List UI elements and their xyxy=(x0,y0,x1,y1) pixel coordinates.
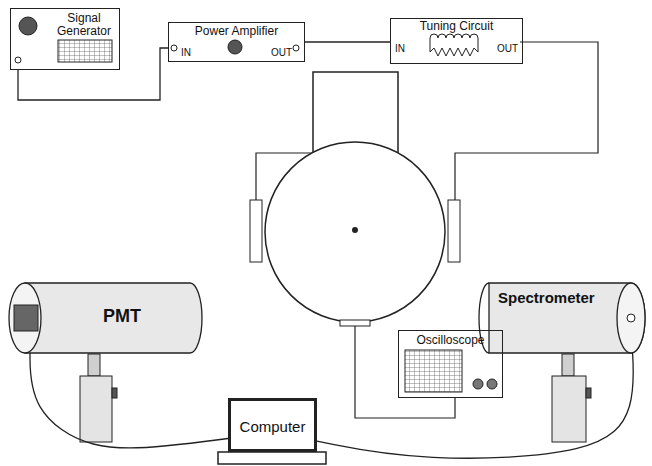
stand-pole xyxy=(562,354,574,376)
computer-monitor: Computer xyxy=(228,398,317,452)
port-label: IN xyxy=(395,43,405,54)
knob xyxy=(228,40,242,54)
cylinder-body xyxy=(489,283,645,353)
node-label: Signal Generator xyxy=(53,12,115,38)
center-dot xyxy=(352,227,358,233)
pmt-window xyxy=(14,305,38,331)
window xyxy=(340,320,370,326)
output-terminal xyxy=(293,45,299,51)
coil-symbol xyxy=(430,34,478,38)
node-label: PMT xyxy=(103,307,141,327)
port-label: OUT xyxy=(271,47,292,58)
oscilloscope-box: Oscilloscope xyxy=(398,330,503,398)
port-label: IN xyxy=(181,47,191,58)
resistor-symbol xyxy=(430,38,478,56)
stand-knob xyxy=(586,388,591,398)
port-label: OUT xyxy=(497,43,518,54)
signal-generator-box: Signal Generator xyxy=(10,8,120,70)
entrance-aperture xyxy=(627,314,635,322)
stand-base xyxy=(80,376,112,442)
stand-base xyxy=(552,376,586,442)
chamber xyxy=(265,142,445,322)
knob xyxy=(487,379,497,389)
chamber-neck xyxy=(313,72,398,153)
node-label: Power Amplifier xyxy=(169,25,304,38)
knob xyxy=(473,379,483,389)
display-grid xyxy=(58,40,112,62)
knob xyxy=(19,17,37,35)
stand-pole xyxy=(88,354,100,376)
input-terminal xyxy=(171,45,177,51)
cable xyxy=(30,348,228,448)
pmt-cylinder: PMT xyxy=(8,282,203,354)
node-label: Computer xyxy=(231,419,314,436)
node-label: Oscilloscope xyxy=(399,334,502,347)
cylinder-body xyxy=(25,283,202,353)
spectrometer-face xyxy=(617,283,645,353)
spectrometer-cylinder: Spectrometer xyxy=(478,282,646,354)
node-label: Tuning Circuit xyxy=(391,20,522,33)
cable xyxy=(305,41,390,42)
cable xyxy=(18,48,168,100)
keyboard-base xyxy=(218,452,326,464)
electrode xyxy=(448,200,460,262)
cable xyxy=(317,344,633,458)
power-amplifier-box: Power AmplifierIN OUT xyxy=(168,22,305,62)
screen-grid xyxy=(405,350,462,392)
pmt-face xyxy=(9,283,41,353)
output-terminal xyxy=(15,57,21,63)
tuning-circuit-box: Tuning CircuitIN OUT xyxy=(390,18,523,64)
stand-knob xyxy=(112,388,117,398)
electrode xyxy=(250,200,262,262)
node-label: Spectrometer xyxy=(498,290,595,307)
wire xyxy=(455,42,598,200)
